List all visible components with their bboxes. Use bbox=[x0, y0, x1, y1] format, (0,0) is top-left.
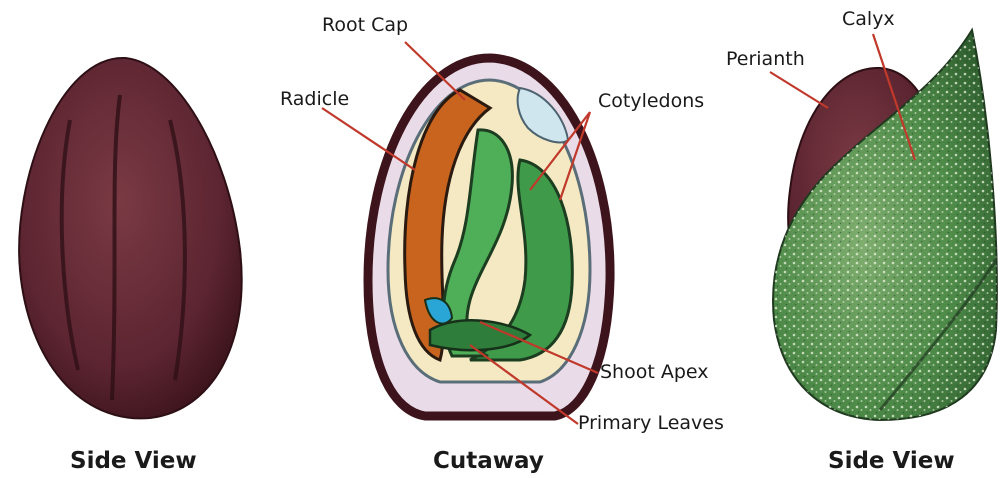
label-calyx: Calyx bbox=[842, 10, 895, 29]
leader-perianth bbox=[770, 72, 828, 108]
caption-right: Side View bbox=[828, 450, 955, 473]
label-root-cap: Root Cap bbox=[322, 16, 408, 35]
caption-left: Side View bbox=[70, 450, 197, 473]
right-seed bbox=[773, 30, 997, 420]
label-shoot-apex: Shoot Apex bbox=[600, 363, 709, 382]
label-radicle: Radicle bbox=[280, 90, 349, 109]
label-cotyledons: Cotyledons bbox=[598, 92, 704, 111]
label-primary-leaves: Primary Leaves bbox=[578, 414, 724, 433]
left-seed bbox=[19, 58, 242, 418]
label-perianth: Perianth bbox=[726, 50, 805, 69]
seed-coat bbox=[19, 58, 242, 418]
caption-middle: Cutaway bbox=[433, 450, 544, 473]
